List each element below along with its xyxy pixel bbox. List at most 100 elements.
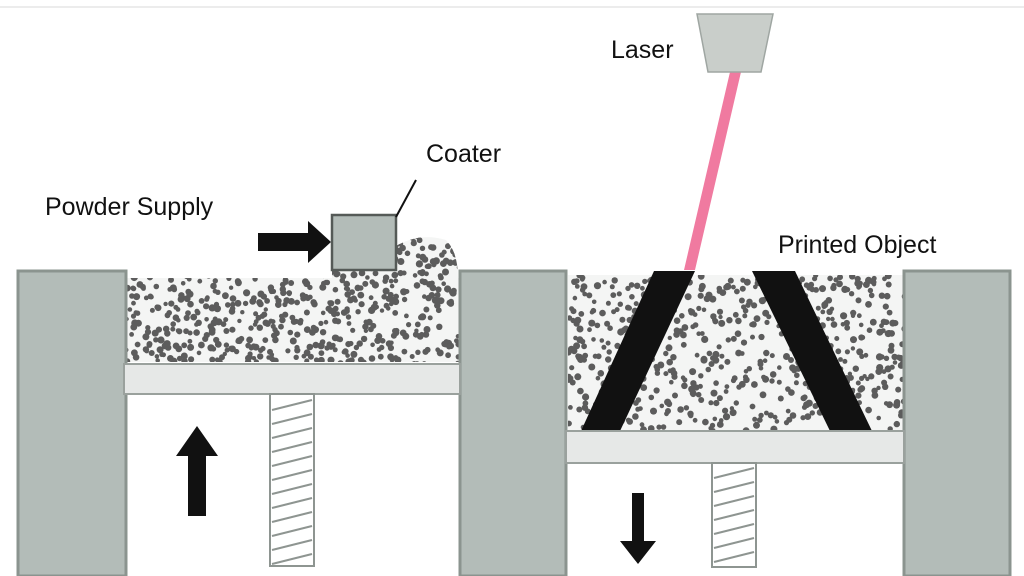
- powder-particle: [196, 239, 202, 245]
- powder-particle: [318, 350, 325, 356]
- powder-particle: [264, 298, 270, 304]
- powder-particle: [844, 349, 851, 355]
- powder-particle: [616, 291, 622, 297]
- powder-particle: [236, 239, 243, 245]
- powder-particle: [339, 277, 346, 284]
- powder-particle: [310, 262, 318, 270]
- powder-particle: [785, 386, 791, 392]
- powder-particle: [194, 322, 199, 327]
- powder-particle: [156, 346, 164, 354]
- powder-particle: [130, 285, 136, 291]
- powder-particle: [294, 331, 301, 338]
- powder-particle: [357, 356, 365, 362]
- powder-particle: [820, 309, 826, 315]
- powder-particle: [429, 284, 437, 292]
- powder-particle: [171, 286, 178, 293]
- powder-particle: [734, 330, 742, 338]
- powder-particle: [800, 415, 806, 421]
- powder-particle: [391, 271, 399, 279]
- powder-particle: [716, 395, 723, 402]
- powder-particle: [571, 278, 578, 285]
- powder-particle: [220, 321, 227, 327]
- powder-particle: [855, 392, 862, 399]
- powder-particle: [722, 407, 729, 414]
- powder-particle: [129, 293, 135, 299]
- powder-particle: [129, 237, 137, 243]
- screw-thread: [271, 427, 313, 439]
- powder-particle: [310, 299, 317, 306]
- powder-particle: [409, 354, 415, 359]
- powder-particle: [706, 350, 713, 357]
- powder-particle: [375, 333, 383, 340]
- powder-particle: [788, 357, 794, 363]
- powder-particle: [261, 311, 268, 318]
- screw-thread: [271, 399, 313, 411]
- powder-particle: [402, 332, 410, 340]
- wall-right: [902, 269, 1012, 576]
- powder-particle: [297, 319, 304, 326]
- powder-particle: [272, 327, 278, 333]
- powder-particle: [343, 280, 351, 288]
- powder-particle: [149, 267, 156, 275]
- powder-particle: [855, 380, 861, 386]
- powder-particle: [605, 356, 612, 363]
- powder-particle: [751, 302, 758, 309]
- powder-particle: [667, 368, 673, 374]
- powder-particle: [263, 307, 268, 312]
- powder-particle: [335, 318, 342, 325]
- powder-particle: [368, 326, 374, 333]
- powder-particle: [415, 260, 423, 268]
- powder-particle: [762, 375, 770, 383]
- powder-particle: [225, 302, 231, 308]
- powder-particle: [582, 291, 588, 297]
- powder-particle: [769, 378, 775, 384]
- powder-particle: [134, 341, 141, 348]
- powder-particle: [174, 266, 182, 274]
- powder-particle: [212, 278, 218, 284]
- powder-particle: [312, 341, 320, 349]
- label-coater: Coater: [426, 140, 501, 168]
- powder-particle: [257, 353, 264, 360]
- powder-particle: [698, 397, 705, 403]
- powder-particle: [762, 358, 768, 364]
- powder-particle: [742, 313, 748, 319]
- screw-thread: [271, 455, 313, 467]
- powder-particle: [833, 277, 839, 283]
- powder-particle: [849, 275, 856, 280]
- powder-particle: [209, 356, 216, 362]
- powder-particle: [181, 249, 189, 257]
- powder-particle: [382, 287, 390, 295]
- powder-particle: [214, 264, 219, 270]
- powder-particle: [576, 325, 584, 333]
- label-laser: Laser: [611, 36, 674, 64]
- top-border: [0, 6, 1024, 8]
- powder-particle: [746, 366, 752, 372]
- powder-particle: [193, 257, 199, 263]
- powder-particle: [223, 328, 230, 334]
- powder-particle: [699, 331, 705, 336]
- powder-particle: [882, 383, 889, 390]
- powder-particle: [183, 295, 191, 303]
- powder-particle: [293, 258, 299, 264]
- powder-particle: [280, 289, 287, 297]
- powder-particle: [148, 350, 155, 356]
- powder-particle: [724, 384, 730, 389]
- powder-particle: [223, 342, 230, 348]
- powder-particle: [850, 346, 856, 351]
- powder-particle: [196, 350, 202, 356]
- powder-particle: [303, 326, 311, 333]
- powder-particle: [576, 336, 584, 344]
- powder-particle: [285, 253, 292, 261]
- powder-particle: [830, 316, 835, 322]
- powder-particle: [456, 264, 460, 270]
- powder-particle: [220, 243, 226, 249]
- powder-particle: [743, 369, 749, 374]
- powder-particle: [421, 278, 428, 286]
- powder-particle: [303, 349, 311, 357]
- powder-particle: [605, 300, 611, 306]
- powder-particle: [696, 305, 702, 311]
- powder-particle: [219, 354, 225, 361]
- powder-particle: [746, 298, 753, 305]
- powder-particle: [690, 391, 697, 398]
- powder-particle: [764, 319, 770, 325]
